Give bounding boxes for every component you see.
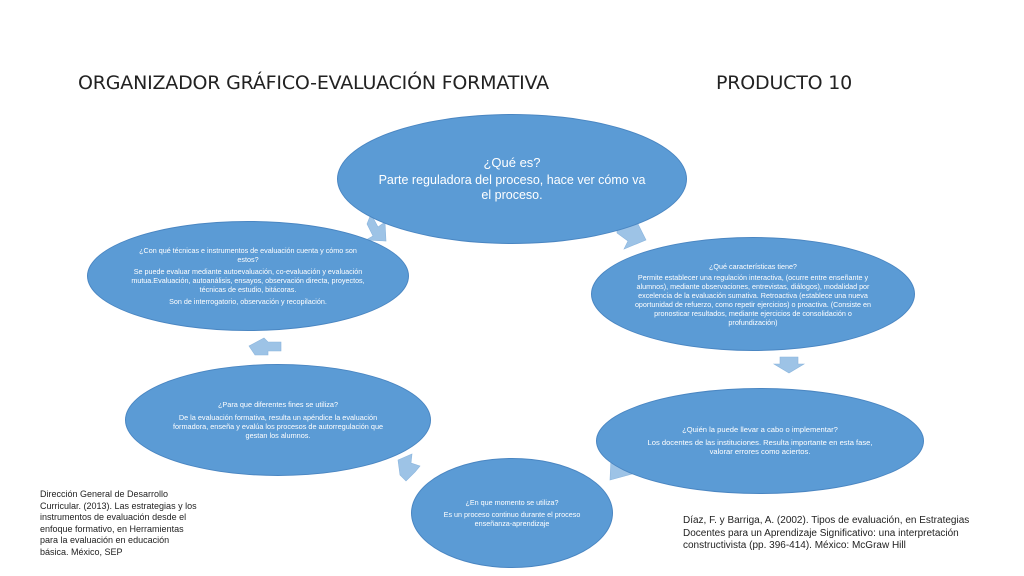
node-caracteristicas-answer: Permite establecer una regulación intera… (634, 272, 872, 327)
node-que-es-question: ¿Qué es? (483, 155, 541, 170)
node-quien-question: ¿Quién la puede llevar a cabo o implemen… (682, 425, 838, 435)
node-momento-answer: Es un proceso continuo durante el proces… (443, 510, 581, 528)
node-fines-answer: De la evaluación formativa, resulta un a… (172, 412, 384, 441)
node-que-es: ¿Qué es? Parte reguladora del proceso, h… (337, 114, 687, 244)
node-momento: ¿En que momento se utiliza? Es un proces… (411, 458, 613, 568)
node-tecnicas-question: ¿Con qué técnicas e instrumentos de eval… (139, 246, 357, 264)
node-quien: ¿Quién la puede llevar a cabo o implemen… (596, 388, 924, 494)
node-fines: ¿Para que diferentes fines se utiliza? D… (125, 364, 431, 476)
reference-right: Díaz, F. y Barriga, A. (2002). Tipos de … (683, 515, 970, 551)
node-tecnicas: ¿Con qué técnicas e instrumentos de eval… (87, 221, 409, 331)
reference-left: Dirección General de Desarrollo Curricul… (40, 489, 197, 557)
node-quien-answer: Los docentes de las instituciones. Resul… (647, 437, 873, 457)
product-label: PRODUCTO 10 (716, 72, 852, 94)
arrow-fines-to-tecnicas (248, 337, 282, 356)
diagram-title: ORGANIZADOR GRÁFICO-EVALUACIÓN FORMATIVA (78, 72, 549, 94)
node-fines-question: ¿Para que diferentes fines se utiliza? (217, 399, 339, 409)
node-caracteristicas: ¿Qué características tiene? Permite esta… (591, 237, 915, 351)
node-caracteristicas-question: ¿Qué características tiene? (709, 261, 797, 271)
node-tecnicas-answer: Se puede evaluar mediante autoevaluación… (131, 267, 365, 294)
node-momento-question: ¿En que momento se utiliza? (465, 498, 559, 507)
node-tecnicas-answer-2: Son de interrogatorio, observación y rec… (169, 297, 327, 306)
arrow-caracteristicas-to-quien (772, 356, 806, 374)
arrow-momento-to-fines (397, 453, 421, 482)
node-que-es-answer: Parte reguladora del proceso, hace ver c… (378, 173, 646, 202)
